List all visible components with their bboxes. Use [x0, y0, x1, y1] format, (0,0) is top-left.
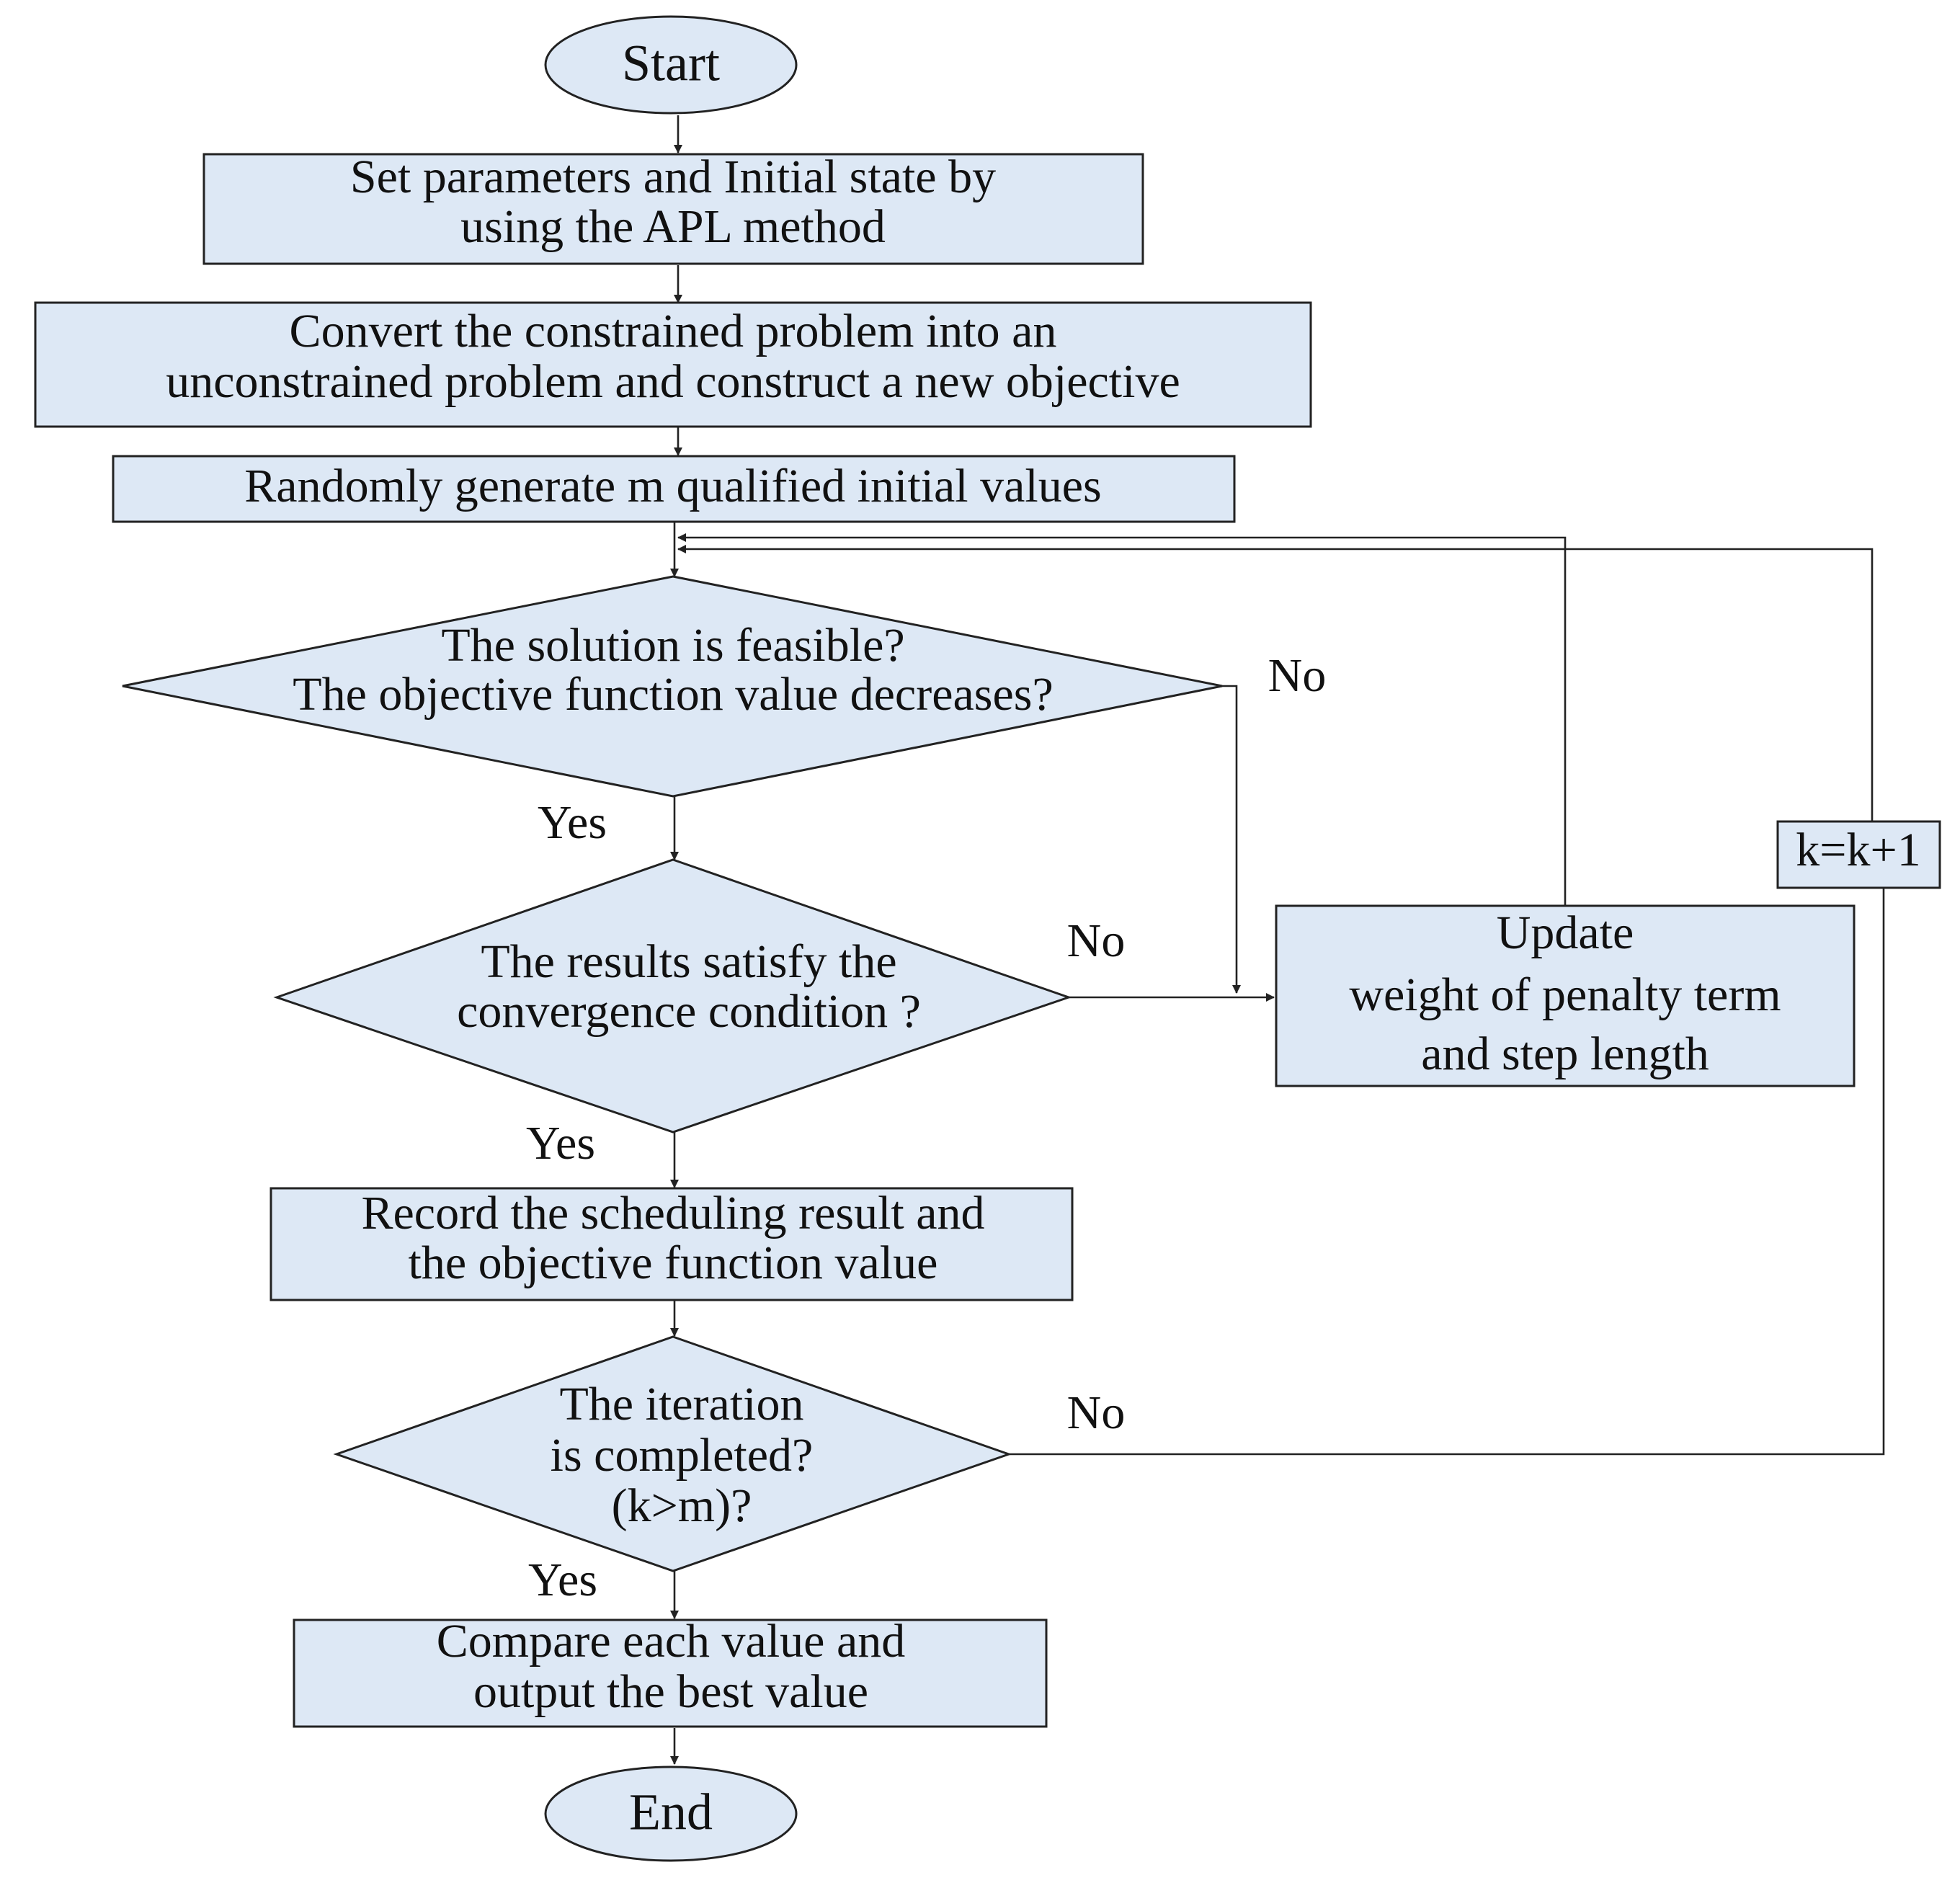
- random-gen-label: Randomly generate m qualified initial va…: [244, 460, 1101, 512]
- convergence-line-1: The results satisfy the: [481, 935, 896, 988]
- convert-line-2: unconstrained problem and construct a ne…: [166, 355, 1180, 408]
- random-gen-box: Randomly generate m qualified initial va…: [112, 455, 1236, 523]
- arrow-update-feedback: [677, 533, 1567, 906]
- update-box: Update weight of penalty term and step l…: [1275, 904, 1856, 1087]
- counter-box: k=k+1: [1776, 820, 1941, 889]
- arrow-feasible-no: [1222, 685, 1241, 994]
- convergence-decision: The results satisfy the convergence cond…: [273, 858, 1072, 1134]
- feasible-no-label: No: [1268, 649, 1327, 702]
- update-line-1: Update: [1497, 907, 1634, 959]
- record-line-1: Record the scheduling result and: [361, 1187, 984, 1239]
- iteration-decision: The iteration is completed? (k>m)?: [333, 1335, 1012, 1572]
- edge-labels: No Yes No Yes No Yes: [526, 649, 1326, 1606]
- start-label: Start: [622, 35, 720, 92]
- compare-line-2: output the best value: [473, 1665, 868, 1718]
- compare-box: Compare each value and output the best v…: [293, 1615, 1048, 1728]
- end-node: End: [544, 1765, 798, 1862]
- line-iteration-no: [1009, 888, 1885, 1456]
- end-label: End: [629, 1784, 713, 1841]
- feasible-line-2: The objective function value decreases?: [293, 668, 1053, 721]
- feasible-decision: The solution is feasible? The objective …: [122, 575, 1223, 798]
- iteration-no-label: No: [1067, 1386, 1126, 1439]
- iteration-line-1: The iteration: [559, 1378, 803, 1430]
- set-params-line-1: Set parameters and Initial state by: [350, 151, 996, 203]
- iteration-line-2: is completed?: [551, 1429, 814, 1482]
- convergence-no-label: No: [1067, 914, 1126, 967]
- feasible-yes-label: Yes: [538, 796, 607, 849]
- convert-box: Convert the constrained problem into an …: [34, 301, 1312, 428]
- update-line-3: and step length: [1421, 1028, 1709, 1080]
- arrow-counter-feedback: [677, 545, 1874, 821]
- convert-line-1: Convert the constrained problem into an: [290, 305, 1057, 357]
- feasible-line-1: The solution is feasible?: [441, 619, 904, 672]
- counter-label: k=k+1: [1796, 824, 1920, 876]
- update-line-2: weight of penalty term: [1349, 969, 1781, 1021]
- iteration-line-3: (k>m)?: [612, 1479, 752, 1532]
- record-line-2: the objective function value: [409, 1237, 938, 1289]
- compare-line-1: Compare each value and: [437, 1615, 906, 1667]
- set-params-line-2: using the APL method: [460, 200, 886, 253]
- connectors: [670, 115, 1885, 1765]
- convergence-yes-label: Yes: [526, 1117, 595, 1170]
- record-box: Record the scheduling result and the obj…: [270, 1187, 1074, 1301]
- start-node: Start: [544, 15, 798, 115]
- set-params-box: Set parameters and Initial state by usin…: [202, 151, 1144, 265]
- iteration-yes-label: Yes: [528, 1554, 597, 1606]
- convergence-line-2: convergence condition ?: [457, 985, 921, 1038]
